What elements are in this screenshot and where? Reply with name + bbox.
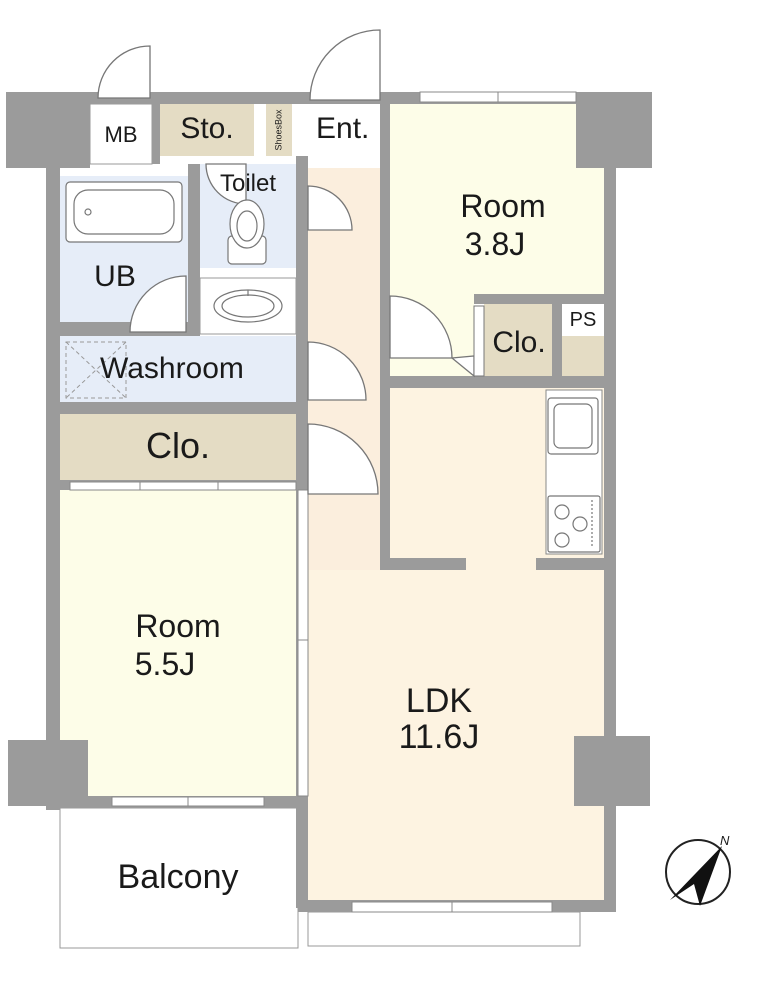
toilet-icon	[227, 199, 267, 265]
storage-label: Sto.	[180, 112, 234, 145]
unit-bath-label: UB	[94, 260, 136, 293]
toilet-label: Toilet	[219, 170, 277, 197]
mb-label: MB	[104, 122, 138, 147]
closet-west-floor	[60, 414, 296, 480]
bathtub-icon	[65, 181, 183, 243]
closet-door-panel	[473, 305, 485, 377]
room-west-floor	[60, 490, 296, 798]
washing-machine-icon	[65, 341, 127, 399]
storage-floor	[160, 104, 254, 156]
ldk-size: 11.6J	[398, 718, 480, 756]
balcony-label: Balcony	[117, 858, 239, 896]
shoes-box-floor	[266, 104, 292, 156]
washroom-floor	[60, 336, 296, 402]
room-north-size: 3.8J	[464, 226, 526, 262]
entrance-label: Ent.	[316, 112, 370, 145]
ldk-lower-floor	[308, 570, 604, 900]
pipe-space-label: PS	[569, 309, 597, 331]
doors	[97, 29, 475, 495]
balcony-floor	[59, 807, 299, 949]
closet-west-label: Clo.	[145, 425, 211, 466]
washroom-label: Washroom	[100, 352, 244, 385]
balcony-strip	[307, 911, 581, 947]
ldk-label: LDK	[405, 682, 473, 720]
kitchen-sink-icon	[547, 397, 599, 455]
closet-north-label: Clo.	[492, 326, 546, 359]
stove-icon	[547, 495, 601, 553]
pipe-space-floor	[562, 304, 604, 336]
room-west-size: 5.5J	[134, 646, 196, 682]
room-west-label: Room	[135, 608, 221, 644]
room-north-floor	[390, 104, 604, 294]
shoes-box-label: ShoesBox	[273, 109, 284, 151]
compass-north-label: N	[720, 833, 730, 848]
washbasin-icon	[213, 289, 283, 323]
window-marks	[139, 92, 499, 912]
north-compass	[665, 839, 731, 906]
entrance-floor	[298, 104, 380, 168]
room-north-label: Room	[460, 188, 546, 224]
